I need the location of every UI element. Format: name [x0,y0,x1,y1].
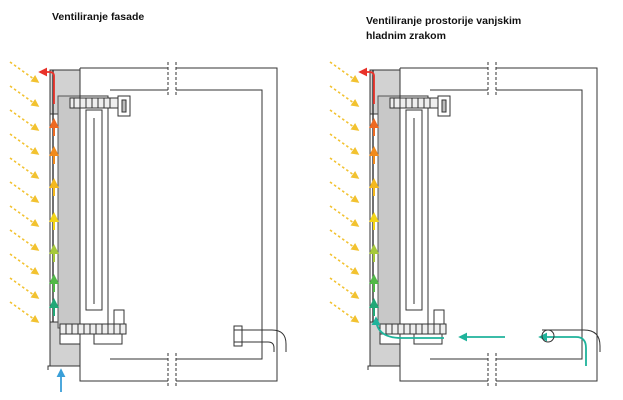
sun-ray-icon [9,229,40,251]
sun-ray-icon [9,253,40,275]
top-connector [117,95,131,117]
sun-ray-icon [329,301,360,323]
diagram-left [9,61,287,392]
sun-ray-icon [329,277,360,299]
diagram-right-title-line-1: Ventiliranje prostorije vanjskim [366,15,522,27]
sun-ray-icon [9,301,40,323]
top-connector-bolt [441,99,447,113]
sun-ray-icon [9,277,40,299]
sun-ray-icon [9,205,40,227]
sun-ray-icon [329,205,360,227]
sun-ray-icon [9,61,40,83]
diagram-right [329,61,601,387]
bottom-post [113,309,125,325]
bottom-post [433,309,445,325]
duct-bend [234,329,287,352]
sun-ray-icon [329,85,360,107]
insulation-layer [57,95,81,329]
room-air-arrow-icon [538,332,587,366]
duct-valve [233,325,243,347]
sun-ray-icon [9,157,40,179]
room-outline [430,89,583,360]
sun-ray-icon [329,109,360,131]
bottom-connector [413,333,443,345]
sun-ray-icon [329,229,360,251]
top-bracket [389,97,439,109]
room-air-arrow-icon [371,316,444,339]
insulation-layer [377,95,401,329]
top-connector-bolt [121,99,127,113]
exhaust-arrow-icon [358,67,375,104]
sun-ray-icon [9,133,40,155]
bottom-bracket [379,323,447,335]
top-connector [437,95,451,117]
window-sash [85,109,103,311]
duct-bend [542,329,601,352]
diagram-left-title: Ventiliranje fasade [52,11,145,23]
duct-valve [541,329,555,343]
room-outline [110,89,263,360]
sun-ray-icon [329,61,360,83]
window-sash [405,109,423,311]
top-bracket [69,97,119,109]
exhaust-arrow-icon [38,67,55,104]
sun-ray-icon [329,181,360,203]
bottom-connector [93,333,123,345]
sun-ray-icon [329,133,360,155]
sun-ray-icon [9,181,40,203]
sun-ray-icon [329,157,360,179]
diagram-right-title-line-2: hladnim zrakom [366,30,446,42]
bottom-bracket [59,323,127,335]
sun-ray-icon [9,109,40,131]
sun-ray-icon [9,85,40,107]
sun-ray-icon [329,253,360,275]
